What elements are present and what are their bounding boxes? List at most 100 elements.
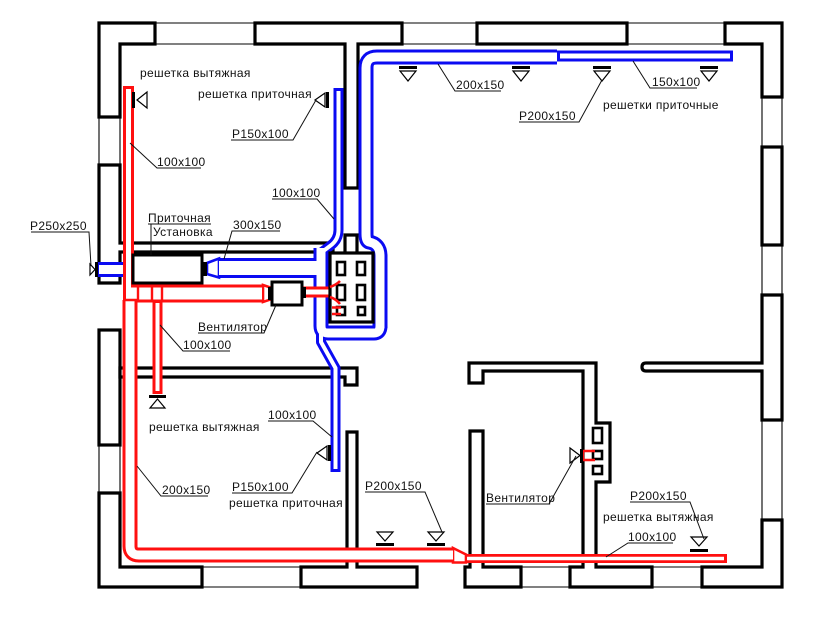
- supply-grille-icon: [315, 444, 331, 462]
- wall-bathroom-right-and-bottom: [467, 361, 654, 589]
- supply-grille-icon: [699, 66, 719, 82]
- leader-line: [231, 99, 317, 141]
- equipment: [131, 253, 306, 307]
- intake-grille-size: Р250х250: [30, 219, 87, 233]
- shaft-channel: [335, 260, 347, 277]
- bathroom-fan-label: Вентилятор: [486, 491, 555, 505]
- supply-duct-top-left-inner: [320, 91, 341, 254]
- walls: [97, 21, 784, 589]
- exhaust-fan-label: Вентилятор: [198, 320, 267, 334]
- leader-lines: [31, 60, 705, 558]
- wall-bathroom-left-and-bottom: [463, 429, 523, 589]
- exhaust-grille-icon: [375, 531, 395, 546]
- leader-line: [129, 142, 201, 169]
- leader-line: [605, 542, 673, 558]
- top-right-branch-duct-size: 150х100: [652, 75, 701, 89]
- wall-right-segment: [760, 145, 784, 247]
- wall-shaft-channel: [591, 464, 604, 476]
- bottom-right-exhaust-grille-size: Р200х150: [630, 489, 687, 503]
- leader-line: [632, 60, 697, 89]
- corridor-exhaust-grille-size: Р200х150: [365, 479, 422, 493]
- wall-top-segment: [475, 21, 629, 46]
- leader-line: [136, 465, 208, 497]
- bottom-left-exhaust-grille-label: решетка вытяжная: [149, 420, 260, 434]
- leader-line: [519, 79, 603, 123]
- wall-shaft-channel: [591, 426, 604, 445]
- fan-outlet-flange: [302, 287, 306, 298]
- window: [521, 566, 570, 588]
- top-left-supply-grille-label: решетка приточная: [198, 87, 312, 101]
- ventilation-shaft: [328, 233, 375, 324]
- window: [761, 97, 783, 147]
- supply-duct-bypass-inner: [316, 248, 385, 338]
- windows: [98, 22, 783, 588]
- shaft-channel: [355, 260, 367, 277]
- window: [761, 420, 783, 520]
- leader-line: [268, 420, 333, 438]
- shaft-channel: [356, 305, 367, 317]
- exhaust-grille-icon: [148, 395, 167, 409]
- wall-bottom-with-partition: [299, 430, 419, 589]
- wall-bottom-left-corner: [97, 491, 204, 589]
- bottom-right-exhaust-duct-size: 100х100: [628, 530, 677, 544]
- exhaust-grille-icon: [132, 90, 148, 110]
- leader-line: [232, 451, 318, 494]
- leader-line: [365, 491, 443, 533]
- wall-shaft-channel: [591, 449, 604, 461]
- exhaust-duct-main-inner: [125, 300, 453, 560]
- exhaust-ducts: [122, 86, 727, 564]
- fan-inlet-flange: [268, 287, 272, 300]
- wall-top-middle-with-partition: [253, 21, 404, 190]
- supply-ducts: [97, 49, 733, 472]
- labels: решетка вытяжная решетка приточная Р150х…: [30, 66, 718, 544]
- top-right-supply-grille-size: Р200х150: [519, 109, 576, 123]
- exhaust-fan-branch-duct-size: 100х100: [183, 338, 232, 352]
- supply-grille-icon: [592, 66, 612, 82]
- window: [98, 445, 121, 493]
- leader-line: [486, 455, 577, 505]
- leader-line: [437, 63, 501, 92]
- window: [402, 22, 477, 45]
- top-right-main-duct-size: 200х150: [456, 78, 505, 92]
- supply-unit-label-line1: Приточная: [148, 211, 211, 225]
- exhaust-fan: [270, 280, 304, 307]
- bottom-right-exhaust-grille-label: решетка вытяжная: [603, 510, 714, 524]
- leader-line: [148, 223, 211, 255]
- top-left-exhaust-duct-size: 100х100: [157, 155, 206, 169]
- bottom-left-supply-grille-label: решетка приточная: [229, 496, 343, 510]
- window: [652, 566, 702, 588]
- bottom-left-supply-duct-size: 100х100: [268, 408, 317, 422]
- bottom-left-supply-grille-size: Р150х100: [232, 480, 289, 494]
- leader-line: [198, 304, 277, 334]
- supply-duct-main-inner: [361, 52, 557, 328]
- leader-line: [31, 231, 92, 267]
- supply-grille-icon: [398, 66, 418, 82]
- window: [627, 22, 725, 45]
- exhaust-duct-transition: [451, 545, 468, 564]
- supply-unit-outlet-duct-size: 300х150: [233, 218, 282, 232]
- top-left-exhaust-grille-label: решетка вытяжная: [140, 66, 251, 80]
- shaft-channel: [355, 283, 367, 302]
- exhaust-grille-icon: [426, 531, 446, 546]
- window: [98, 117, 121, 165]
- bathroom-fan-icon: [569, 446, 583, 465]
- supply-air-handling-unit: [131, 253, 204, 285]
- leader-line: [272, 198, 335, 220]
- wall-left-segment: [97, 328, 122, 447]
- wall-partition-lower-left-room: [118, 366, 359, 387]
- supply-duct-main-200x150: [358, 49, 557, 328]
- supply-duct-transition: [205, 256, 221, 280]
- supply-duct-top-left-room: [319, 88, 344, 256]
- supply-grille-icon: [511, 66, 531, 82]
- wall-top-right-corner: [723, 21, 784, 99]
- leader-line: [630, 501, 705, 540]
- wall-right-segment-with-partition: [640, 293, 784, 422]
- top-left-supply-grille-size: Р150х100: [232, 127, 289, 141]
- shaft-channel: [335, 283, 347, 302]
- top-left-supply-duct-size: 100х100: [272, 186, 321, 200]
- window: [202, 566, 301, 588]
- bottom-left-exhaust-main-duct-size: 200х150: [162, 483, 211, 497]
- supply-unit-label-line2: Установка: [153, 225, 213, 239]
- exhaust-grille-icon: [689, 536, 709, 552]
